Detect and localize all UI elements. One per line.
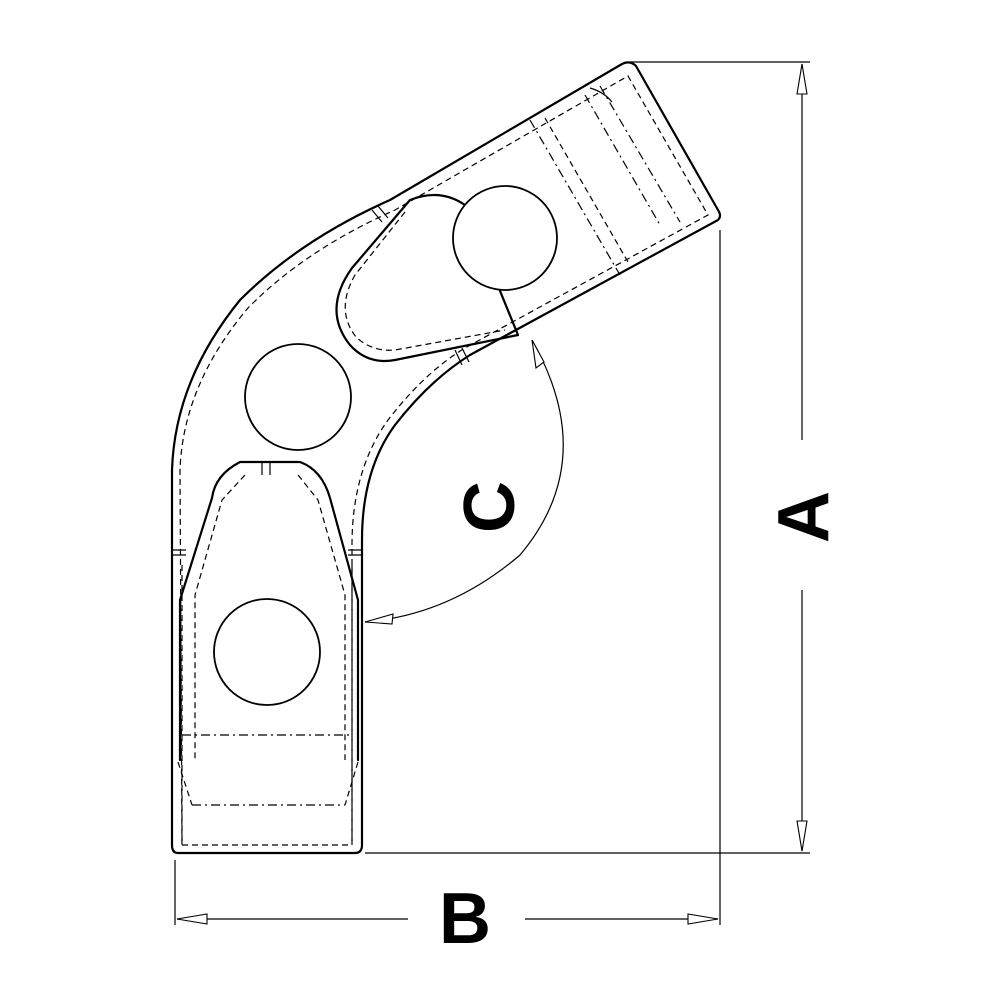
dimension-a-label: A bbox=[764, 491, 844, 543]
lower-hole bbox=[213, 598, 321, 706]
upper-slot bbox=[335, 193, 520, 366]
dimension-a bbox=[796, 63, 808, 852]
fitting-outline bbox=[170, 61, 722, 855]
upper-socket bbox=[529, 85, 681, 276]
upper-hole bbox=[452, 185, 558, 291]
lower-slot bbox=[172, 460, 362, 762]
lower-socket bbox=[177, 565, 359, 845]
extension-lines bbox=[174, 61, 810, 925]
dimension-c bbox=[364, 339, 564, 625]
dimension-c-label: C bbox=[450, 481, 530, 533]
dimension-b-label: B bbox=[439, 879, 491, 959]
dimension-b bbox=[176, 913, 719, 925]
middle-hole bbox=[244, 343, 352, 451]
